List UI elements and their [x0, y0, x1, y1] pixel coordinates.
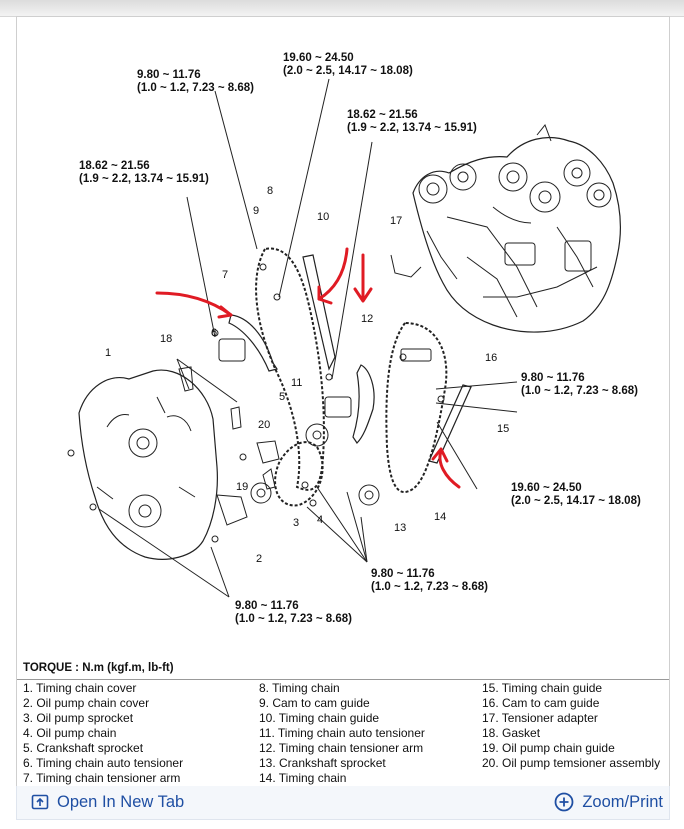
- torque-spec-units: (1.0 ~ 1.2, 7.23 ~ 8.68): [235, 613, 352, 625]
- torque-spec-value: 18.62 ~ 21.56: [347, 109, 418, 121]
- timing-chain-drawing: [67, 78, 622, 598]
- torque-spec-units: (1.0 ~ 1.2, 7.23 ~ 8.68): [521, 385, 638, 397]
- legend-item: 12. Timing chain tensioner arm: [259, 741, 424, 755]
- torque-spec-value: 9.80 ~ 11.76: [371, 568, 435, 580]
- torque-spec-units: (1.0 ~ 1.2, 7.23 ~ 8.68): [371, 581, 488, 593]
- callout-4: 4: [317, 514, 324, 526]
- callout-17: 17: [390, 215, 403, 227]
- torque-spec-value: 9.80 ~ 11.76: [137, 69, 201, 81]
- torque-spec-oil-pump: 9.80 ~ 11.76 (1.0 ~ 1.2, 7.23 ~ 8.68): [371, 568, 488, 594]
- legend-item: 3. Oil pump sprocket: [23, 711, 134, 725]
- callout-11: 11: [291, 377, 303, 389]
- legend-item: 13. Crankshaft sprocket: [259, 756, 386, 770]
- torque-spec-auto-tensioner-right: 18.62 ~ 21.56 (1.9 ~ 2.2, 13.74 ~ 15.91): [347, 109, 477, 135]
- legend-item: 14. Timing chain: [259, 771, 347, 785]
- callout-7: 7: [222, 269, 229, 281]
- legend-item: 7. Timing chain tensioner arm: [23, 771, 181, 785]
- torque-spec-value: 18.62 ~ 21.56: [79, 160, 150, 172]
- torque-spec-value: 9.80 ~ 11.76: [521, 372, 585, 384]
- zoom-plus-icon: [554, 792, 574, 812]
- callout-18: 18: [160, 333, 173, 345]
- torque-spec-chain-guide-right: 19.60 ~ 24.50 (2.0 ~ 2.5, 14.17 ~ 18.08): [511, 482, 641, 508]
- legend-item: 2. Oil pump chain cover: [23, 696, 150, 710]
- callout-6: 6: [211, 327, 218, 339]
- legend-column-1: 1. Timing chain cover 2. Oil pump chain …: [23, 681, 183, 786]
- torque-spec-units: (1.9 ~ 2.2, 13.74 ~ 15.91): [347, 122, 477, 134]
- torque-spec-chain-guide: 19.60 ~ 24.50 (2.0 ~ 2.5, 14.17 ~ 18.08): [283, 52, 413, 78]
- legend-item: 5. Crankshaft sprocket: [23, 741, 144, 755]
- legend-item: 11. Timing chain auto tensioner: [259, 726, 425, 740]
- zoom-print-button[interactable]: Zoom/Print: [554, 791, 663, 813]
- torque-spec-value: 19.60 ~ 24.50: [283, 52, 354, 64]
- torque-units-header: TORQUE : N.m (kgf.m, lb-ft): [23, 662, 174, 674]
- legend-divider: [17, 679, 669, 680]
- open-in-new-tab-button[interactable]: Open In New Tab: [31, 791, 184, 813]
- open-new-tab-icon: [31, 794, 49, 810]
- legend-item: 10. Timing chain guide: [259, 711, 380, 725]
- window-top-bar: [0, 0, 684, 17]
- legend-item: 18. Gasket: [482, 726, 541, 740]
- torque-spec-cam-to-cam-guide: 9.80 ~ 11.76 (1.0 ~ 1.2, 7.23 ~ 8.68): [137, 69, 254, 95]
- legend-item: 8. Timing chain: [259, 681, 340, 695]
- legend-item: 6. Timing chain auto tensioner: [23, 756, 184, 770]
- legend-column-3: 15. Timing chain guide 16. Cam to cam gu…: [482, 681, 660, 771]
- callout-20: 20: [258, 419, 271, 431]
- callout-12: 12: [361, 313, 374, 325]
- callout-3: 3: [293, 517, 300, 529]
- torque-spec-auto-tensioner-left: 18.62 ~ 21.56 (1.9 ~ 2.2, 13.74 ~ 15.91): [79, 160, 209, 186]
- callout-1: 1: [105, 347, 112, 359]
- torque-spec-units: (1.9 ~ 2.2, 13.74 ~ 15.91): [79, 173, 209, 185]
- legend-item: 20. Oil pump temsioner assembly: [482, 756, 661, 770]
- torque-spec-units: (2.0 ~ 2.5, 14.17 ~ 18.08): [511, 495, 641, 507]
- callout-9: 9: [253, 205, 260, 217]
- callout-10: 10: [317, 211, 330, 223]
- callout-13: 13: [394, 522, 407, 534]
- legend-item: 17. Tensioner adapter: [482, 711, 598, 725]
- legend-item: 16. Cam to cam guide: [482, 696, 600, 710]
- legend-item: 15. Timing chain guide: [482, 681, 603, 695]
- legend-item: 9. Cam to cam guide: [259, 696, 370, 710]
- torque-spec-chain-cover: 9.80 ~ 11.76 (1.0 ~ 1.2, 7.23 ~ 8.68): [235, 600, 352, 626]
- torque-spec-cam-guide-right: 9.80 ~ 11.76 (1.0 ~ 1.2, 7.23 ~ 8.68): [521, 372, 638, 398]
- torque-spec-value: 9.80 ~ 11.76: [235, 600, 299, 612]
- callout-16: 16: [485, 352, 498, 364]
- legend-column-2: 8. Timing chain 9. Cam to cam guide 10. …: [259, 681, 425, 786]
- open-in-new-tab-label: Open In New Tab: [57, 792, 185, 811]
- legend-item: 4. Oil pump chain: [23, 726, 117, 740]
- bottom-toolbar: Open In New Tab Zoom/Print: [16, 786, 670, 820]
- legend-item: 1. Timing chain cover: [23, 681, 137, 695]
- callout-5: 5: [279, 391, 286, 403]
- zoom-print-label: Zoom/Print: [582, 792, 663, 811]
- callout-8: 8: [267, 185, 274, 197]
- callout-15: 15: [497, 423, 510, 435]
- torque-spec-value: 19.60 ~ 24.50: [511, 482, 582, 494]
- diagram-panel: 9.80 ~ 11.76 (1.0 ~ 1.2, 7.23 ~ 8.68) 19…: [16, 16, 670, 788]
- torque-spec-units: (1.0 ~ 1.2, 7.23 ~ 8.68): [137, 82, 254, 94]
- callout-19: 19: [236, 481, 249, 493]
- callout-14: 14: [434, 511, 447, 523]
- torque-spec-units: (2.0 ~ 2.5, 14.17 ~ 18.08): [283, 65, 413, 77]
- legend-item: 19. Oil pump chain guide: [482, 741, 615, 755]
- callout-2: 2: [256, 553, 263, 565]
